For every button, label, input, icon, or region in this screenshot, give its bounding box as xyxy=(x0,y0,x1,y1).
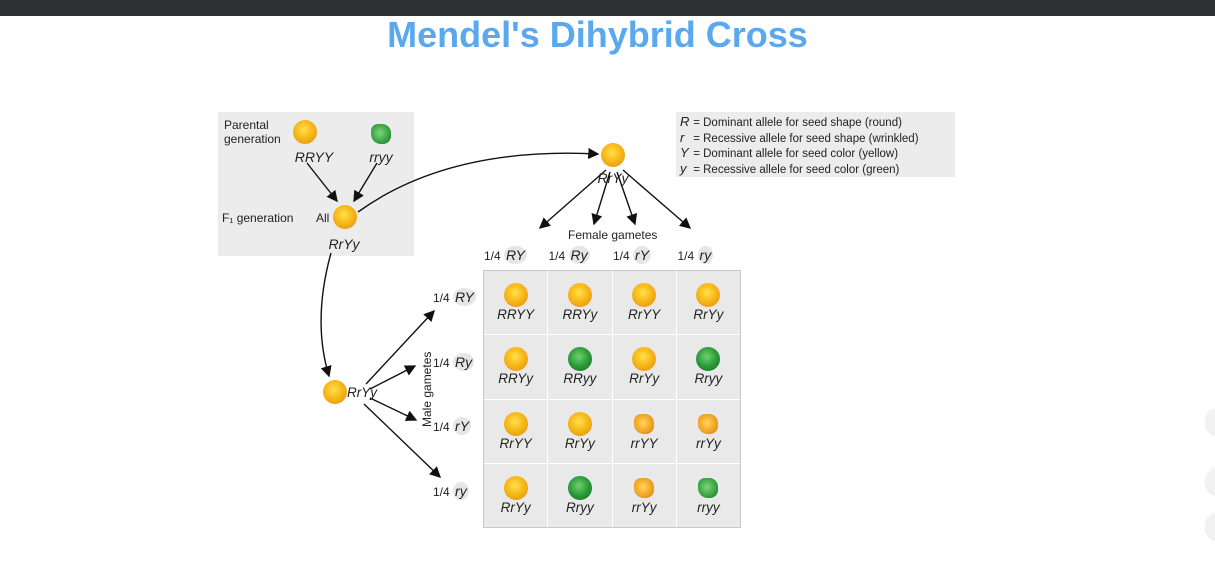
top-bar xyxy=(0,0,1215,16)
male-gamete-header: 1/4 ry xyxy=(433,481,469,500)
arrow xyxy=(306,162,338,203)
parental-label-line2: generation xyxy=(224,132,281,146)
allele-legend: R = Dominant allele for seed shape (roun… xyxy=(676,112,955,177)
wrinkled-yellow-seed-icon xyxy=(634,413,655,434)
female-gamete-header: 1/4 RY xyxy=(484,246,527,264)
arrow xyxy=(320,252,332,378)
legend-item: y = Recessive allele for seed color (gre… xyxy=(680,160,900,176)
genotype-label: RrYY xyxy=(499,435,532,451)
round-yellow-seed-icon xyxy=(293,120,317,144)
punnett-cell: RRYy xyxy=(484,335,548,399)
arrow xyxy=(363,403,442,478)
genotype-label: rryy xyxy=(697,499,720,515)
punnett-cell: RRyy xyxy=(548,335,612,399)
round-yellow-seed-icon xyxy=(503,283,528,307)
genotype-label: Rryy xyxy=(694,371,723,387)
arrow xyxy=(616,171,638,226)
round-green-seed-icon xyxy=(567,475,592,500)
genotype-label: Rryy xyxy=(566,499,594,515)
genotype-label: RRyy xyxy=(563,371,597,387)
genotype-label: rrYy xyxy=(696,435,721,451)
arrow xyxy=(369,397,418,421)
arrow xyxy=(538,169,607,229)
arrow xyxy=(353,162,378,203)
side-button[interactable] xyxy=(1206,468,1215,494)
wrinkled-yellow-seed-icon xyxy=(634,477,655,498)
punnett-cell: rrYY xyxy=(612,399,676,463)
punnett-cell: RrYY xyxy=(612,271,676,335)
female-gamete-header: 1/4 ry xyxy=(677,246,714,264)
genotype-label: RrYy xyxy=(693,307,724,322)
arrow xyxy=(369,365,417,390)
punnett-cell: rrYy xyxy=(612,463,676,527)
genotype-label: rrYY xyxy=(630,435,658,451)
f1-label: F₁ generation xyxy=(222,211,294,225)
round-yellow-seed-icon xyxy=(503,347,528,372)
round-yellow-seed-icon xyxy=(696,283,721,307)
punnett-cell: RRYy xyxy=(548,271,612,335)
genotype-label: RrYy xyxy=(629,371,660,387)
genotype-label: RrYy xyxy=(500,499,531,515)
round-yellow-seed-icon xyxy=(632,347,657,372)
wrinkled-yellow-seed-icon xyxy=(698,413,719,434)
punnett-cell: RrYy xyxy=(548,399,612,463)
male-parent-seed-icon xyxy=(323,380,347,404)
f1-seed-icon xyxy=(333,205,357,229)
legend-item: Y = Dominant allele for seed color (yell… xyxy=(680,145,899,160)
page-title: Mendel's Dihybrid Cross xyxy=(387,14,808,55)
arrow xyxy=(365,309,435,385)
female-parent-seed-icon xyxy=(601,143,625,167)
parent-genotype-left: RRYY xyxy=(294,149,334,165)
punnett-cell: RrYy xyxy=(484,463,548,527)
wrinkled-green-seed-icon xyxy=(698,477,719,498)
male-gamete-header: 1/4 Ry xyxy=(433,352,475,371)
genotype-label: RRYy xyxy=(562,307,598,322)
punnett-cell: RrYy xyxy=(612,335,676,399)
male-gamete-header: 1/4 RY xyxy=(433,288,476,306)
punnett-cell: rrYy xyxy=(676,399,740,463)
female-gamete-header: 1/4 Ry xyxy=(548,246,590,264)
round-green-seed-icon xyxy=(696,347,721,372)
wrinkled-green-seed-icon xyxy=(371,124,391,144)
female-gamete-header: 1/4 rY xyxy=(613,246,652,264)
side-button[interactable] xyxy=(1206,408,1215,434)
legend-item: R = Dominant allele for seed shape (roun… xyxy=(680,114,902,129)
f1-all-label: All xyxy=(316,211,330,225)
arrow xyxy=(591,171,611,226)
punnett-cell: Rryy xyxy=(676,335,740,399)
punnett-cell: rryy xyxy=(676,463,740,527)
genotype-label: RRYY xyxy=(497,307,535,322)
round-yellow-seed-icon xyxy=(503,475,528,500)
genotype-label: rrYy xyxy=(631,499,657,515)
side-button[interactable] xyxy=(1206,513,1215,539)
round-yellow-seed-icon xyxy=(567,283,592,307)
round-green-seed-icon xyxy=(567,347,592,372)
male-gamete-header: 1/4 rY xyxy=(433,417,472,435)
female-gametes-label: Female gametes xyxy=(568,228,658,242)
arrow xyxy=(357,147,600,213)
f1-genotype: RrYy xyxy=(328,236,360,252)
round-yellow-seed-icon xyxy=(503,411,528,436)
punnett-cell: RrYY xyxy=(484,399,548,463)
parent-genotype-right: rryy xyxy=(369,149,393,165)
parental-label-line1: Parental xyxy=(224,118,269,132)
punnett-cell: RRYY xyxy=(484,271,548,335)
punnett-cell: Rryy xyxy=(548,463,612,527)
legend-item: r = Recessive allele for seed shape (wri… xyxy=(680,129,919,145)
round-yellow-seed-icon xyxy=(567,411,592,436)
arrow xyxy=(622,169,692,229)
round-yellow-seed-icon xyxy=(632,283,657,307)
genotype-label: RRYy xyxy=(498,371,533,387)
punnett-cell: RrYy xyxy=(676,271,740,335)
genotype-label: RrYy xyxy=(564,435,595,451)
male-parent-genotype: RrYy xyxy=(347,385,377,400)
genotype-label: RrYY xyxy=(627,307,661,322)
